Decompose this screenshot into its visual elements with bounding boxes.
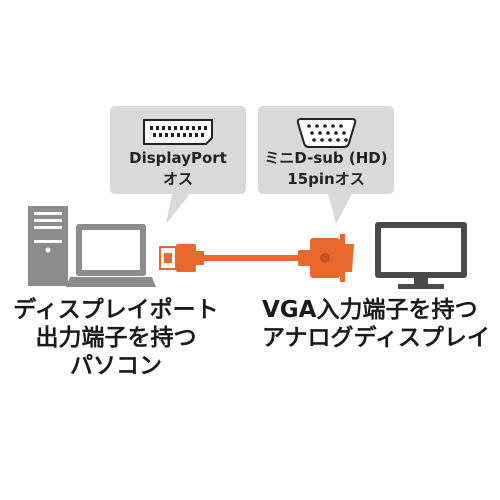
monitor-icon: [375, 222, 467, 289]
vga-callout-text: ミニD-sub (HD) 15pinオス: [258, 148, 394, 190]
display-caption-line2: アナログディスプレイ: [262, 325, 490, 351]
displayport-gender: オス: [162, 170, 193, 188]
display-caption-line1: VGA入力端子を持つ: [262, 297, 478, 323]
pc-caption-line1: ディスプレイポート: [13, 297, 219, 323]
displayport-connector-icon: [143, 119, 213, 145]
desktop-tower-icon: [28, 206, 68, 286]
pc-caption: ディスプレイポート 出力端子を持つ パソコン: [2, 296, 230, 380]
vga-connector-icon: [296, 118, 357, 148]
vga-gender: 15pinオス: [287, 170, 365, 188]
displayport-label: DisplayPort: [129, 149, 227, 167]
pc-caption-line2: 出力端子を持つ: [35, 325, 197, 351]
display-caption: VGA入力端子を持つ アナログディスプレイ: [262, 296, 498, 352]
pc-caption-line3: パソコン: [70, 353, 162, 379]
laptop-icon: [66, 224, 156, 287]
displayport-callout-text: DisplayPort オス: [110, 148, 246, 190]
vga-label: ミニD-sub (HD): [264, 149, 388, 167]
displayport-callout: [110, 106, 246, 224]
cable-assembly: [159, 234, 354, 282]
vga-callout: [258, 106, 394, 224]
